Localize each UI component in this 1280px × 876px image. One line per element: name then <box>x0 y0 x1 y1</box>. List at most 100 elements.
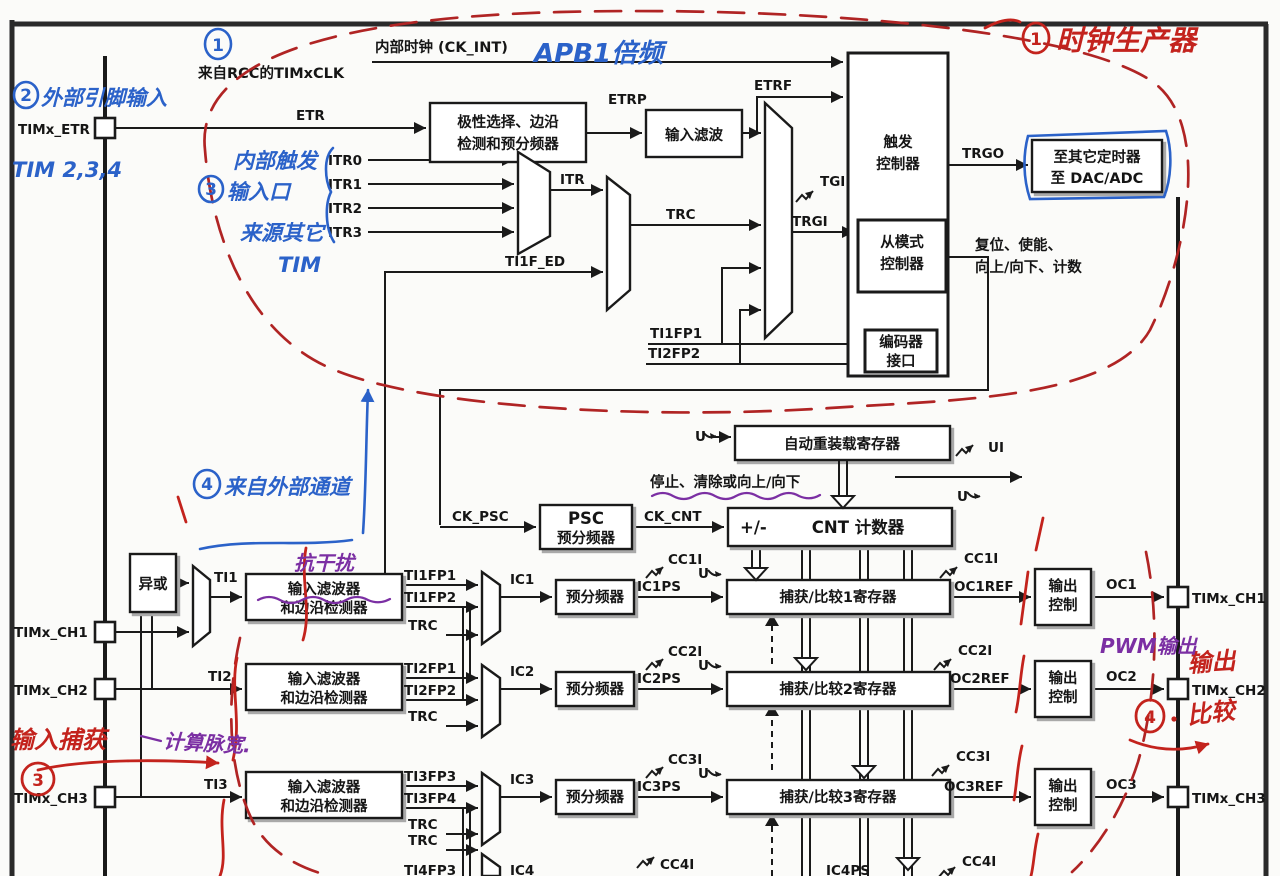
label-ti3fp3: TI3FP3 <box>404 769 456 785</box>
label-dest-1: 至其它定时器 <box>1054 148 1141 166</box>
label-ti2fp1: TI2FP1 <box>404 661 456 677</box>
red-slash-oc4 <box>1029 832 1040 876</box>
red-num-1: 1 <box>1030 30 1042 50</box>
pin-timx-ch2-left <box>93 677 117 701</box>
ic3-mux <box>480 770 502 848</box>
page-borders <box>9 20 1269 876</box>
label-ti4fp3: TI4FP3 <box>404 863 456 876</box>
ti1-mux <box>191 563 212 649</box>
blue-outline-dest-box <box>1023 129 1172 201</box>
label-slave-out-2: 向上/向下、计数 <box>975 258 1082 276</box>
label-itr3: ITR3 <box>328 225 362 241</box>
note-anti-interference: 抗干扰 <box>294 551 357 575</box>
label-psc-2: 预分频器 <box>557 529 615 547</box>
label-filter2-1: 输入滤波器 <box>288 670 361 688</box>
dashed-up-arrows <box>765 614 779 876</box>
label-ck-cnt: CK_CNT <box>644 509 702 525</box>
red-dashed-arc-bottom-left <box>229 636 332 876</box>
note-output: 输出 <box>1186 647 1238 678</box>
to-other-timers-box <box>1030 138 1164 194</box>
red-circle-1 <box>1021 21 1051 55</box>
label-xor: 异或 <box>139 575 168 593</box>
label-ic3: IC3 <box>510 772 534 788</box>
encoder-box <box>863 328 939 374</box>
label-ccr1: 捕获/比较1寄存器 <box>780 588 897 606</box>
purple-tie <box>139 734 163 743</box>
label-internal-clock: 内部时钟 (CK_INT) <box>375 38 508 56</box>
label-oc1ref: OC1REF <box>954 579 1014 595</box>
label-psc: PSC <box>568 509 604 528</box>
slave-mode-box <box>856 218 948 294</box>
filter-box-3 <box>244 770 404 820</box>
label-from-rcc: 来自RCC的TIMxCLK <box>197 64 345 82</box>
output-ctrl-box-2 <box>1033 659 1093 719</box>
label-filter1-2: 和边沿检测器 <box>281 599 368 617</box>
note-compare: 比较 <box>1185 696 1240 730</box>
label-slave-out-1: 复位、使能、 <box>974 236 1062 254</box>
label-ic1ps: IC1PS <box>637 579 681 595</box>
red-squiggle-ti2 <box>231 656 239 762</box>
label-itr1: ITR1 <box>328 177 362 193</box>
label-encoder-1: 编码器 <box>879 333 923 351</box>
blue-up-arrow <box>360 388 375 535</box>
note-clock-generator: 时钟生产器 <box>1056 24 1199 57</box>
label-oc1: OC1 <box>1106 577 1137 593</box>
label-polarity-1: 极性选择、边沿 <box>457 113 559 131</box>
label-ti2: TI2 <box>208 669 232 685</box>
label-out-ctrl2-2: 控制 <box>1049 688 1078 706</box>
red-tick-small <box>176 495 188 524</box>
note-ext-channels: 来自外部通道 <box>224 475 354 499</box>
label-cc2i-left: CC2I <box>668 644 702 660</box>
red-arrow-compare <box>1128 738 1210 755</box>
label-slave-1: 从模式 <box>880 233 924 251</box>
blue-brace <box>324 146 336 244</box>
label-prescaler-1: 预分频器 <box>566 588 624 606</box>
label-filter1-1: 输入滤波器 <box>288 580 361 598</box>
label-ic2ps: IC2PS <box>637 671 681 687</box>
label-trigger-ctrl-1: 触发 <box>884 133 913 151</box>
label-ti3fp4: TI3FP4 <box>404 791 456 807</box>
label-out-ctrl3-1: 输出 <box>1049 777 1078 795</box>
label-u-row1: U <box>698 566 709 582</box>
ic1-mux <box>480 569 502 647</box>
note-internal-trigger: 内部触发 <box>233 149 320 173</box>
blue-num-1: 1 <box>212 36 224 56</box>
label-u-arr: U <box>695 429 706 445</box>
label-ti1: TI1 <box>214 570 238 586</box>
label-timx-ch1-left: TIMx_CH1 <box>14 625 88 641</box>
label-ti1f-ed: TI1F_ED <box>505 254 565 270</box>
purple-wavy-stop <box>650 491 822 501</box>
label-timx-ch3-left: TIMx_CH3 <box>14 791 88 807</box>
prescaler-box-3 <box>554 778 636 816</box>
label-polarity-2: 检测和预分频器 <box>457 135 559 153</box>
label-trc-top: TRC <box>666 207 696 223</box>
output-ctrl-box-3 <box>1033 767 1093 827</box>
label-cc1i-left: CC1I <box>668 552 702 568</box>
blue-circle-1 <box>203 27 233 61</box>
ccr1-box <box>725 578 952 616</box>
label-out-ctrl3-2: 控制 <box>1049 796 1078 814</box>
ic4-mux <box>480 851 502 876</box>
label-ck-psc: CK_PSC <box>452 509 509 525</box>
label-ti2fp2: TI2FP2 <box>404 683 456 699</box>
label-cc4i-right: CC4I <box>962 854 996 870</box>
label-ic4ps: IC4PS <box>826 863 870 876</box>
prescaler-box-2 <box>554 670 636 708</box>
label-itr: ITR <box>560 172 585 188</box>
red-slash-oc1 <box>1019 570 1030 626</box>
pin-timx-ch3-right <box>1166 785 1190 809</box>
red-squiggle-ti3 <box>218 798 226 876</box>
polarity-box <box>428 101 588 164</box>
ic2-mux <box>480 662 502 740</box>
label-timx-ch3-right: TIMx_CH3 <box>1192 791 1266 807</box>
output-ctrl-box-1 <box>1033 567 1093 627</box>
label-ui: UI <box>988 440 1004 456</box>
label-cc3i-left: CC3I <box>668 752 702 768</box>
label-ic2: IC2 <box>510 664 534 680</box>
label-u-row2: U <box>698 658 709 674</box>
label-stop-clear: 停止、清除或向上/向下 <box>650 473 800 491</box>
trc-mux <box>605 174 632 313</box>
label-enc-ti1fp1: TI1FP1 <box>650 326 702 342</box>
label-ti3: TI3 <box>204 777 228 793</box>
label-auto-reload: 自动重装载寄存器 <box>784 435 900 453</box>
